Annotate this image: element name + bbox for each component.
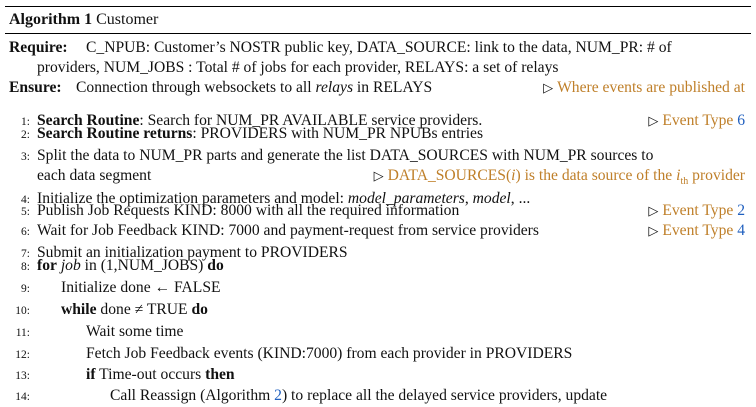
require-line-2: providers, NUM_JOBS : Total # of jobs fo… bbox=[37, 59, 559, 76]
line-6-text: Wait for Job Feedback KIND: 7000 and pay… bbox=[37, 222, 539, 239]
comment-triangle-icon: ▷ bbox=[648, 223, 659, 238]
line-number: 1: bbox=[21, 116, 30, 128]
line-number: 8: bbox=[21, 261, 30, 273]
comment-triangle-icon: ▷ bbox=[648, 113, 659, 128]
line-number: 6: bbox=[21, 226, 30, 238]
line-3-comment: ▷DATA_SOURCES(i) is the data source of t… bbox=[373, 167, 745, 188]
line-4-text: Initialize the optimization parameters a… bbox=[37, 190, 531, 207]
line-8-text: for job in (1,NUM_JOBS) do bbox=[37, 257, 224, 274]
line-1-comment: ▷Event Type 6 bbox=[648, 112, 745, 129]
line-number: 10: bbox=[15, 305, 30, 317]
line-11-text: Wait some time bbox=[86, 323, 184, 340]
line-3-text-2: each data segment bbox=[37, 167, 152, 184]
comment-triangle-icon: ▷ bbox=[648, 203, 659, 218]
line-13-text: if Time-out occurs then bbox=[86, 366, 235, 383]
ensure-comment: ▷Where events are published at bbox=[543, 79, 745, 96]
algorithm-title: Algorithm 1 Customer bbox=[9, 10, 158, 29]
comment-triangle-icon: ▷ bbox=[543, 80, 554, 95]
line-7-text: Submit an initialization payment to PROV… bbox=[37, 244, 348, 261]
line-number: 3: bbox=[21, 151, 30, 163]
line-14-text: Call Reassign (Algorithm 2) to replace a… bbox=[110, 387, 608, 404]
line-number: 4: bbox=[21, 194, 30, 206]
line-number: 13: bbox=[15, 370, 30, 382]
line-number: 2: bbox=[21, 129, 30, 141]
line-number: 5: bbox=[21, 206, 30, 218]
line-number: 14: bbox=[15, 391, 30, 403]
line-3-text-1: Split the data to NUM_PR parts and gener… bbox=[37, 147, 654, 164]
top-rule bbox=[5, 6, 751, 7]
algorithm-name: Customer bbox=[96, 11, 159, 28]
line-5-comment: ▷Event Type 2 bbox=[648, 202, 745, 219]
line-6-comment: ▷Event Type 4 bbox=[648, 222, 745, 239]
line-2-text: Search Routine returns: PROVIDERS with N… bbox=[37, 125, 484, 142]
ensure-text: Connection through websockets to all rel… bbox=[76, 79, 433, 96]
line-9-text: Initialize done ← FALSE bbox=[61, 279, 221, 296]
line-5-text: Publish Job Requests KIND: 8000 with all… bbox=[37, 202, 460, 219]
line-number: 11: bbox=[15, 327, 30, 339]
comment-triangle-icon: ▷ bbox=[373, 168, 384, 183]
line-10-text: while done ≠ TRUE do bbox=[61, 301, 208, 318]
title-rule bbox=[5, 33, 751, 34]
require-label: Require: bbox=[9, 39, 68, 56]
line-number: 7: bbox=[21, 248, 30, 260]
line-1-text: Search Routine: Search for NUM_PR AVAILA… bbox=[37, 112, 483, 129]
line-number: 12: bbox=[15, 349, 30, 361]
algorithm-label: Algorithm 1 bbox=[9, 11, 93, 28]
line-12-text: Fetch Job Feedback events (KIND:7000) fr… bbox=[86, 345, 573, 362]
require-line-1: C_NPUB: Customer’s NOSTR public key, DAT… bbox=[86, 39, 672, 56]
line-number: 9: bbox=[21, 283, 30, 295]
ensure-label: Ensure: bbox=[9, 79, 62, 96]
